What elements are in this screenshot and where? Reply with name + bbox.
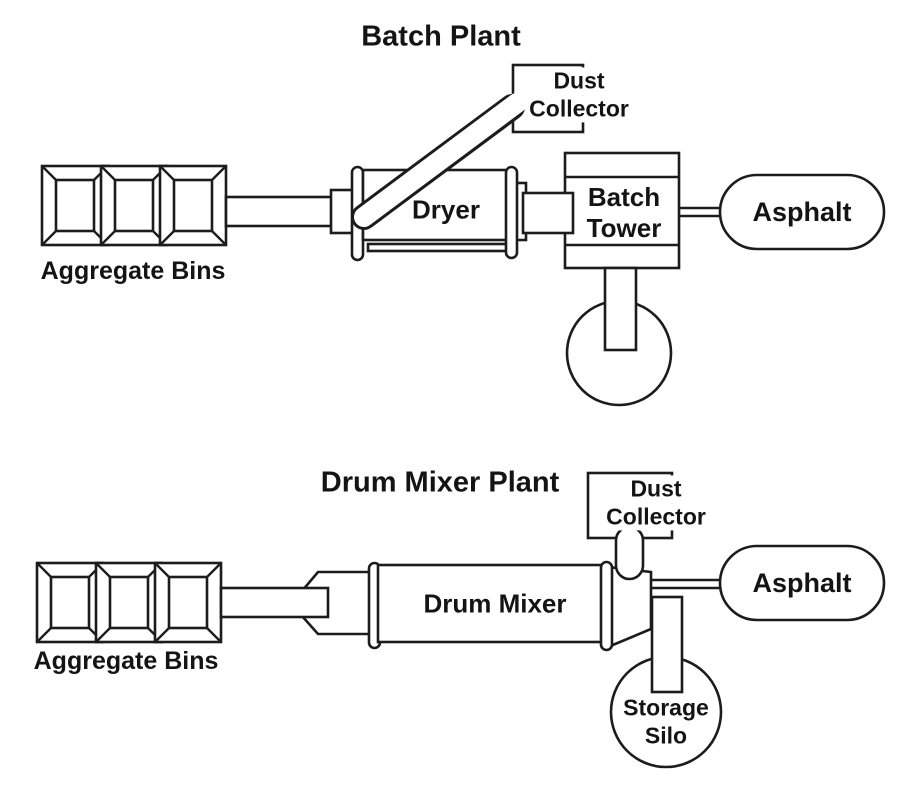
drum-right-flange — [599, 560, 614, 652]
dust-collector-label-bottom-line2: Collector — [603, 503, 709, 531]
drum-mixer-plant-title: Drum Mixer Plant — [320, 466, 560, 499]
batch-tower-label-line2: Tower — [586, 213, 662, 243]
aggregate-bins-label-bottom: Aggregate Bins — [33, 647, 219, 675]
asphalt-label-top: Asphalt — [752, 196, 852, 227]
drum-asphalt-line — [651, 578, 721, 590]
dust-collector-label-top: Dust Collector — [526, 67, 632, 123]
asphalt-label-bottom: Asphalt — [752, 567, 852, 598]
asphalt-tank-bottom — [718, 544, 886, 622]
aggregate-bins-label-top: Aggregate Bins — [40, 257, 226, 285]
dust-collector-label-top-line2: Collector — [526, 95, 632, 123]
storage-silo-label-line2: Silo — [644, 722, 688, 748]
conveyor-bottom — [219, 586, 330, 619]
storage-silo-label: Storage Silo — [623, 694, 709, 749]
conveyor-top — [224, 195, 340, 228]
dust-duct — [351, 93, 527, 230]
tower-asphalt-line — [679, 206, 721, 218]
batch-tower-label: Batch Tower — [587, 182, 662, 244]
dust-collector-duct-capsule — [614, 525, 645, 581]
dryer-right-flange — [504, 165, 519, 260]
batch-tower — [563, 151, 681, 270]
dryer-rail — [366, 242, 510, 253]
drum-mixer-label: Drum Mixer — [423, 588, 567, 619]
aggregate-bins-bottom — [35, 561, 223, 644]
batch-plant-diagram — [40, 63, 886, 407]
asphalt-tank-top — [718, 173, 886, 251]
dust-collector-label-bottom-line1: Dust — [627, 475, 685, 503]
storage-silo-pipe — [650, 595, 684, 694]
storage-silo-label-line1: Storage — [623, 694, 709, 721]
drum-mixer-drum — [376, 563, 604, 644]
batch-plant-title: Batch Plant — [361, 20, 521, 53]
dryer-label: Dryer — [412, 194, 480, 225]
dust-collector-label-top-line1: Dust — [550, 67, 608, 95]
dust-collector-label-bottom: Dust Collector — [603, 475, 709, 531]
aggregate-bins-top — [40, 164, 228, 247]
dryer-tower-connector — [521, 191, 575, 235]
batch-tower-label-line1: Batch — [587, 181, 661, 212]
drum-mixer-plant-diagram — [35, 471, 886, 769]
batch-silo-pipe — [603, 266, 638, 352]
